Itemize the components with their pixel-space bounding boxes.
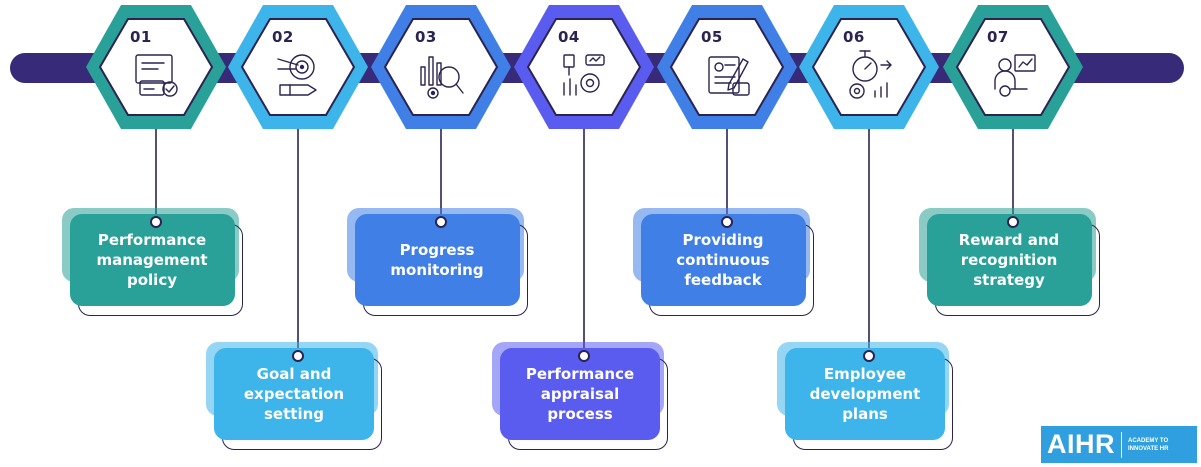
step-number: 03 (415, 28, 437, 46)
step-label: Performance appraisal process (525, 365, 635, 423)
step-label: Employee development plans (809, 365, 921, 423)
step-hexagon (943, 5, 1083, 129)
step-number: 02 (272, 28, 294, 46)
aihr-logo: AIHR ACADEMY TO INNOVATE HR (1041, 426, 1197, 463)
step-number: 04 (558, 28, 580, 46)
step-hexagon (657, 5, 797, 129)
magnifier-chart-icon (420, 56, 464, 99)
connector-dot (721, 216, 733, 228)
step-card: Employee development plans (785, 348, 945, 440)
target-goal-icon (277, 54, 317, 96)
step-label: Performance management policy (96, 231, 208, 289)
appraisal-gears-icon (563, 54, 605, 96)
logo-divider (1121, 431, 1122, 458)
connector-dot (150, 216, 162, 228)
step-number: 06 (843, 28, 865, 46)
reward-presentation-icon (994, 54, 1036, 97)
step-label: Providing continuous feedback (676, 231, 770, 289)
connector-dot (435, 216, 447, 228)
step-hexagon (228, 5, 368, 129)
step-hexagon (799, 5, 939, 129)
connector-dot (292, 350, 304, 362)
step-label: Reward and recognition strategy (958, 231, 1060, 289)
step-label: Goal and expectation setting (243, 365, 345, 423)
feedback-pencil-icon (708, 56, 750, 96)
step-hexagon (514, 5, 654, 129)
development-stopwatch-icon (849, 50, 892, 99)
connector-dot (578, 350, 590, 362)
connector-dot (863, 350, 875, 362)
step-label: Progress monitoring (390, 241, 484, 279)
step-number: 01 (130, 28, 152, 46)
step-number: 07 (987, 28, 1009, 46)
step-number: 05 (701, 28, 723, 46)
connector-dot (1007, 216, 1019, 228)
step-card: Reward and recognition strategy (926, 214, 1092, 306)
logo-tagline: ACADEMY TO INNOVATE HR (1128, 437, 1169, 452)
logo-mark: AIHR (1047, 429, 1115, 459)
step-card: Performance appraisal process (500, 348, 660, 440)
step-hexagon (371, 5, 511, 129)
step-card: Goal and expectation setting (214, 348, 374, 440)
step-card: Providing continuous feedback (640, 214, 806, 306)
step-hexagon (86, 5, 226, 129)
step-card: Performance management policy (69, 214, 235, 306)
step-card: Progress monitoring (354, 214, 520, 306)
policy-document-icon (135, 54, 178, 97)
